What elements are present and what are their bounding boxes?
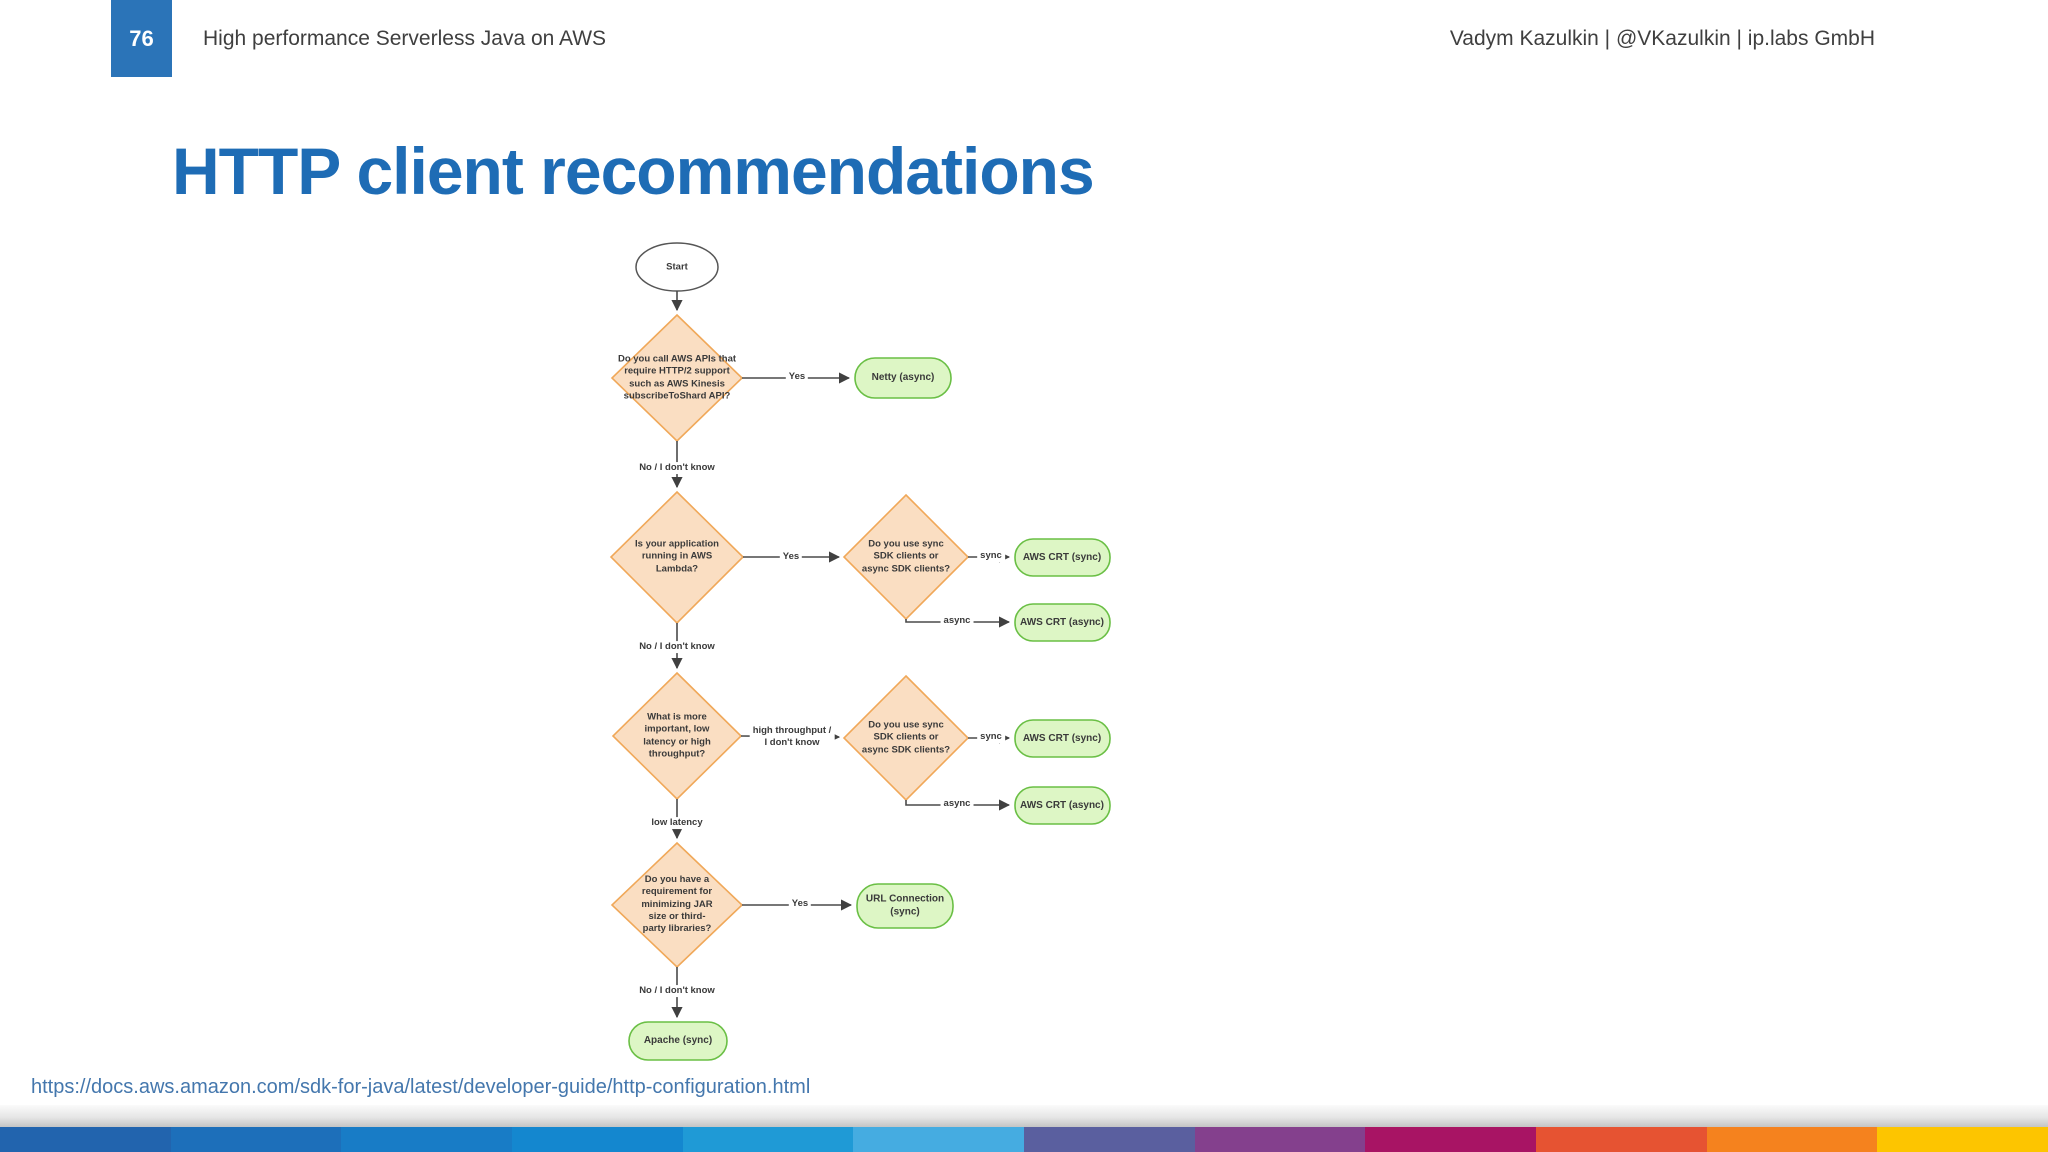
node-aws-crt-sync-2 bbox=[1014, 719, 1111, 758]
footer-shadow-strip bbox=[0, 1105, 2048, 1127]
start-label: Start bbox=[666, 261, 688, 273]
stripe-segment bbox=[1536, 1127, 1707, 1152]
edge-label-async-1: async bbox=[940, 615, 974, 627]
stripe-segment bbox=[853, 1127, 1025, 1152]
page-number-badge: 76 bbox=[111, 0, 172, 77]
edge-async-2 bbox=[905, 799, 1011, 811]
stripe-segment bbox=[1706, 1127, 1878, 1152]
edge-label-no-2: No / I don't know bbox=[636, 641, 718, 653]
node-aws-crt-async-2 bbox=[1014, 786, 1111, 825]
decision-http2-label: Do you call AWS APIs that require HTTP/2… bbox=[617, 353, 737, 402]
edge-label-yes-2: Yes bbox=[779, 551, 803, 563]
edge-label-high-throughput: high throughput / I don't know bbox=[749, 725, 835, 749]
stripe-segment bbox=[1877, 1127, 2048, 1152]
edge-label-async-2: async bbox=[940, 798, 974, 810]
edge-label-low-latency: low latency bbox=[648, 817, 706, 829]
aws-crt-sync-1-label: AWS CRT (sync) bbox=[1022, 551, 1102, 563]
author-credit: Vadym Kazulkin | @VKazulkin | ip.labs Gm… bbox=[1449, 26, 1875, 50]
edge-label-yes-1: Yes bbox=[785, 371, 809, 383]
footer-color-bar bbox=[0, 1127, 2048, 1152]
stripe-segment bbox=[170, 1127, 342, 1152]
deck-title: High performance Serverless Java on AWS bbox=[203, 26, 607, 50]
page-number: 76 bbox=[129, 25, 154, 51]
node-apache-sync bbox=[628, 1021, 728, 1061]
apache-label: Apache (sync) bbox=[643, 1034, 713, 1046]
aws-crt-async-2-label: AWS CRT (async) bbox=[1020, 799, 1104, 811]
decision-latency-label: What is more important, low latency or h… bbox=[643, 711, 711, 760]
node-aws-crt-async-1 bbox=[1014, 603, 1111, 642]
edge-label-no-1: No / I don't know bbox=[636, 462, 718, 474]
edge-label-no-3: No / I don't know bbox=[636, 985, 718, 997]
edge-label-yes-3: Yes bbox=[788, 898, 812, 910]
edge-label-sync-1: sync bbox=[977, 550, 1005, 562]
decision-sync-async-1-label: Do you use sync SDK clients or async SDK… bbox=[861, 538, 951, 575]
stripe-segment bbox=[1024, 1127, 1195, 1152]
source-link[interactable]: https://docs.aws.amazon.com/sdk-for-java… bbox=[31, 1076, 811, 1098]
slide-title: HTTP client recommendations bbox=[172, 134, 1095, 208]
url-connection-label: URL Connection (sync) bbox=[865, 893, 945, 918]
decision-lambda-label: Is your application running in AWS Lambd… bbox=[635, 538, 719, 575]
node-netty-async bbox=[854, 357, 952, 399]
stripe-segment bbox=[341, 1127, 513, 1152]
decision-sync-async-2-label: Do you use sync SDK clients or async SDK… bbox=[861, 719, 951, 756]
edge-async-1 bbox=[905, 616, 1011, 628]
stripe-segment bbox=[1194, 1127, 1366, 1152]
stripe-segment bbox=[0, 1127, 171, 1152]
aws-crt-async-1-label: AWS CRT (async) bbox=[1020, 616, 1104, 628]
stripe-segment bbox=[1365, 1127, 1537, 1152]
node-aws-crt-sync-1 bbox=[1014, 538, 1111, 577]
decision-jar-label: Do you have a requirement for minimizing… bbox=[641, 874, 713, 935]
aws-crt-sync-2-label: AWS CRT (sync) bbox=[1022, 732, 1102, 744]
netty-label: Netty (async) bbox=[871, 371, 935, 383]
edge-label-sync-2: sync bbox=[977, 731, 1005, 743]
stripe-segment bbox=[682, 1127, 854, 1152]
stripe-segment bbox=[512, 1127, 683, 1152]
node-url-connection bbox=[856, 883, 954, 929]
